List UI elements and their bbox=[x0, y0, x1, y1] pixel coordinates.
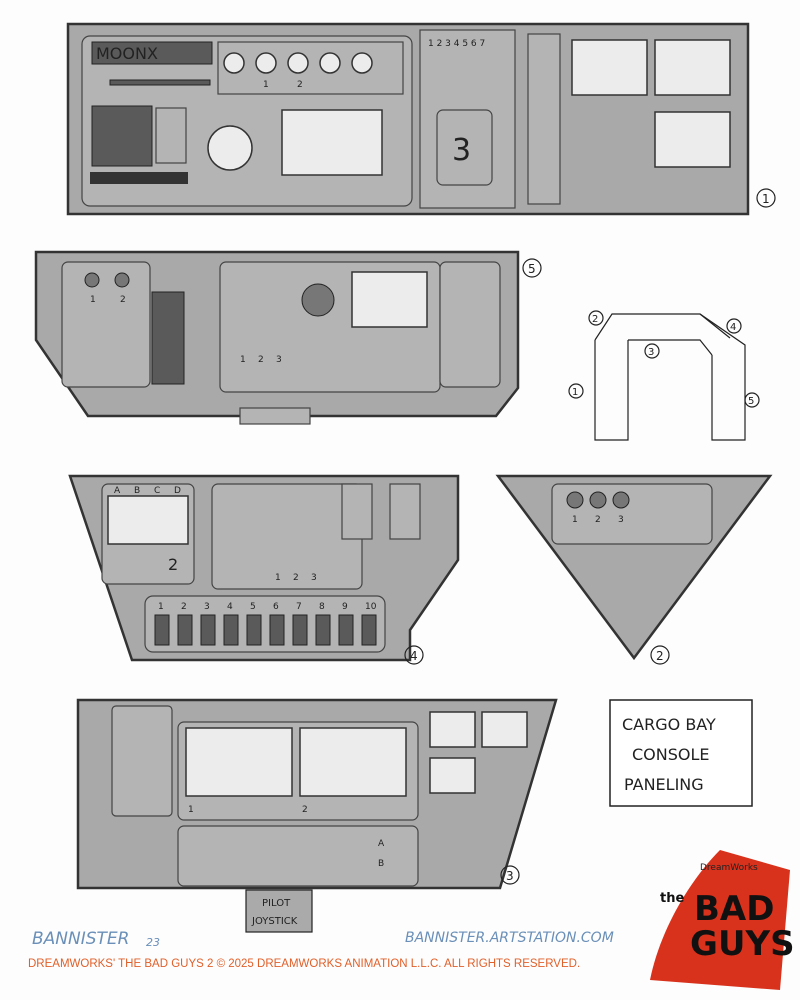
switch-number: 4 bbox=[227, 602, 233, 612]
artist-website: BANNISTER.ARTSTATION.COM bbox=[405, 930, 614, 946]
callout-2: 2 bbox=[656, 649, 664, 663]
button-label: 1 bbox=[572, 515, 578, 525]
side-letter: B bbox=[378, 859, 384, 869]
switch-label: 3 bbox=[311, 573, 317, 583]
screen-number: 1 bbox=[188, 805, 194, 815]
callout-1: 1 bbox=[762, 192, 770, 206]
switch-number: 2 bbox=[181, 602, 187, 612]
title-box: CARGO BAY CONSOLE PANELING bbox=[609, 699, 753, 807]
panel-1: MOONX 1 2 1 2 3 4 5 6 7 3 1 bbox=[66, 22, 776, 216]
toggle-switch bbox=[361, 614, 377, 646]
diagram-label: 4 bbox=[730, 322, 736, 333]
counter-strip: 1 2 3 4 5 6 7 bbox=[428, 39, 485, 49]
switch-number: 1 bbox=[158, 602, 164, 612]
joystick-tag: PILOT bbox=[262, 898, 291, 909]
signature-year: 23 bbox=[146, 936, 160, 949]
door-number: 3 bbox=[452, 133, 471, 168]
knob-label: 1 bbox=[90, 295, 96, 305]
switch-number: 3 bbox=[204, 602, 210, 612]
panel-3: 1 2 A B 3 PILOT JOYSTICK bbox=[76, 698, 558, 933]
side-letter: A bbox=[378, 839, 385, 849]
toggle-switch bbox=[269, 614, 285, 646]
button-label: 2 bbox=[595, 515, 601, 525]
logo-studio: DreamWorks bbox=[700, 863, 758, 873]
button-label: 3 bbox=[618, 515, 624, 525]
diagram-label: 5 bbox=[748, 396, 754, 407]
joystick-tag: JOYSTICK bbox=[251, 916, 298, 927]
gauge-label: 2 bbox=[297, 80, 303, 90]
switch-number: 6 bbox=[273, 602, 279, 612]
button-label: 1 bbox=[240, 355, 246, 365]
diagram-label: 3 bbox=[648, 347, 654, 358]
toggle-switch bbox=[292, 614, 308, 646]
button-label: 3 bbox=[276, 355, 282, 365]
copyright-notice: DREAMWORKS' THE BAD GUYS 2 © 2025 DREAMW… bbox=[28, 958, 581, 970]
toggle-switch bbox=[154, 614, 170, 646]
logo-bad: BAD bbox=[694, 889, 774, 929]
knob-label: 2 bbox=[120, 295, 126, 305]
toggle-switch bbox=[200, 614, 216, 646]
title-line: CARGO BAY bbox=[622, 715, 716, 734]
switch-label: 2 bbox=[293, 573, 299, 583]
panel-4: A B C D 2 1 2 3 1 2 3 4 5 6 7 8 9 10 4 bbox=[68, 474, 460, 665]
logo-guys: GUYS bbox=[690, 924, 795, 964]
panel-2: 1 2 3 2 bbox=[495, 474, 773, 665]
switch-number: 8 bbox=[319, 602, 325, 612]
console-layout-diagram bbox=[568, 310, 760, 441]
diagram-label: 2 bbox=[592, 314, 598, 325]
toggle-switch bbox=[246, 614, 262, 646]
toggle-switch bbox=[223, 614, 239, 646]
grid-header: C bbox=[154, 486, 160, 496]
panel-5: 1 2 1 2 3 5 bbox=[34, 250, 542, 425]
toggle-switch bbox=[177, 614, 193, 646]
toggle-switch bbox=[315, 614, 331, 646]
title-line: PANELING bbox=[624, 775, 704, 794]
screen-number: 2 bbox=[302, 805, 308, 815]
callout-4: 4 bbox=[410, 649, 418, 663]
bad-guys-2-logo: DreamWorks the BAD GUYS bbox=[650, 850, 795, 990]
switch-number: 7 bbox=[296, 602, 302, 612]
switch-number: 5 bbox=[250, 602, 256, 612]
title-line: CONSOLE bbox=[632, 745, 710, 764]
panel-number: 2 bbox=[168, 555, 178, 574]
grid-header: B bbox=[134, 486, 140, 496]
callout-3: 3 bbox=[506, 869, 514, 883]
gauges bbox=[223, 52, 373, 74]
logo-the: the bbox=[660, 891, 684, 906]
switch-number: 10 bbox=[365, 602, 377, 612]
toggle-switch bbox=[338, 614, 354, 646]
grid-header: A bbox=[114, 486, 121, 496]
brand-label: MOONX bbox=[96, 44, 158, 63]
diagram-label: 1 bbox=[572, 387, 578, 398]
button-label: 2 bbox=[258, 355, 264, 365]
gauge-label: 1 bbox=[263, 80, 269, 90]
callout-5: 5 bbox=[528, 262, 536, 276]
artist-signature: BANNISTER bbox=[32, 929, 129, 949]
switch-label: 1 bbox=[275, 573, 281, 583]
switch-number: 9 bbox=[342, 602, 348, 612]
grid-header: D bbox=[174, 486, 181, 496]
